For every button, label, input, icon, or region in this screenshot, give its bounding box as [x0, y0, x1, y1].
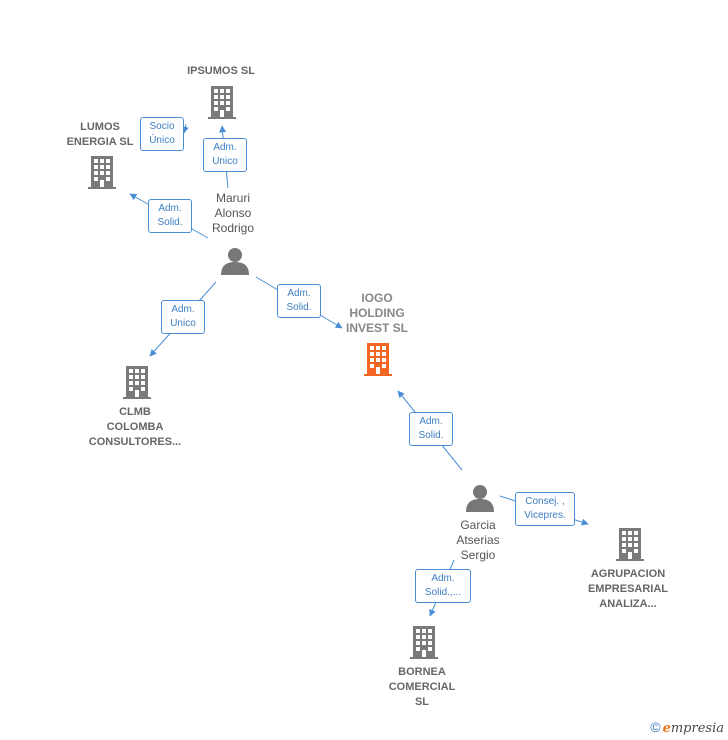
node-label-ipsumos[interactable]: IPSUMOS SL: [187, 65, 255, 77]
edge-lines: [129, 123, 589, 617]
edge-label-adm-unico-2[interactable]: Adm. Unico: [161, 300, 205, 334]
node-label-agrupacion[interactable]: AGRUPACION EMPRESARIAL ANALIZA...: [587, 568, 669, 610]
node-label-clmb[interactable]: CLMB COLOMBA CONSULTORES...: [88, 406, 182, 448]
edge-label-adm-solid-3[interactable]: Adm. Solid.: [409, 412, 453, 446]
node-label-lumos[interactable]: LUMOS ENERGIA SL: [66, 121, 134, 148]
building-icon[interactable]: [88, 156, 116, 189]
edge-label-consej[interactable]: Consej. , Vicepres.: [515, 492, 575, 526]
copyright-icon: ©: [650, 719, 661, 735]
person-icon[interactable]: [466, 485, 494, 512]
edge-label-adm-solid-1[interactable]: Adm. Solid.: [148, 199, 192, 233]
brand-logo: empresia: [662, 721, 724, 736]
edge-label-socio-unico[interactable]: Socio Único: [140, 117, 184, 151]
building-icon[interactable]: [208, 86, 236, 119]
node-label-iogo[interactable]: IOGO HOLDING INVEST SL: [345, 291, 409, 335]
edge-label-adm-solid-2[interactable]: Adm. Solid.: [277, 284, 321, 318]
person-icon[interactable]: [221, 248, 249, 275]
footer-brand: ©empresia: [650, 719, 724, 736]
building-icon-main[interactable]: [364, 343, 392, 376]
edge-label-adm-unico-1[interactable]: Adm. Unico: [203, 138, 247, 172]
edge-label-adm-solid-4[interactable]: Adm. Solid.,...: [415, 569, 471, 603]
edge-maruri-lumos: [181, 123, 189, 134]
node-label-bornea[interactable]: BORNEA COMERCIAL SL: [388, 666, 456, 708]
node-label-garcia[interactable]: Garcia Atserias Sergio: [456, 518, 500, 562]
building-icon[interactable]: [123, 366, 151, 399]
building-icon[interactable]: [410, 626, 438, 659]
node-label-maruri[interactable]: Maruri Alonso Rodrigo: [211, 191, 255, 235]
building-icon[interactable]: [616, 528, 644, 561]
